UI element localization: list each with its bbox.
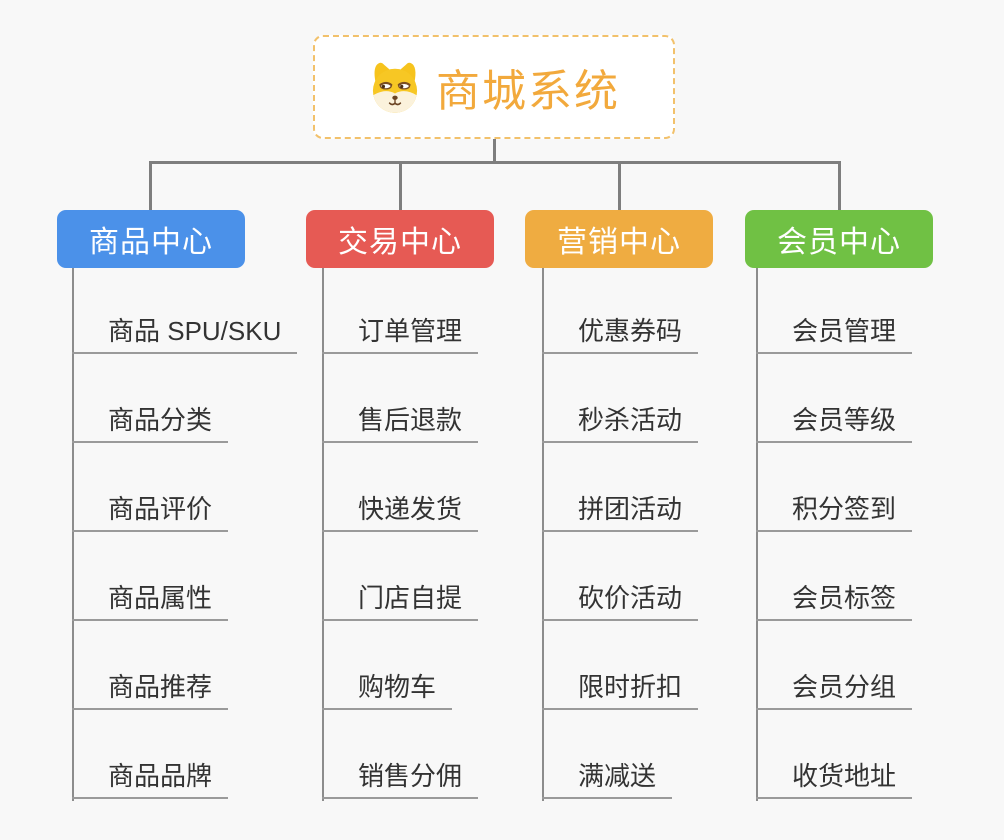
- dog-eyes: [379, 81, 411, 90]
- connector-drop: [149, 161, 152, 211]
- branch-label: 交易中心: [338, 226, 462, 259]
- branch-member-center[interactable]: 会员中心: [745, 210, 933, 268]
- topic-node[interactable]: 商品 SPU/SKU: [72, 316, 298, 354]
- topic-node[interactable]: 商品分类: [72, 405, 229, 443]
- branch-trade-center[interactable]: 交易中心: [306, 210, 494, 268]
- topic-node[interactable]: 积分签到: [756, 494, 913, 532]
- connector-trunk: [322, 268, 324, 801]
- connector-trunk: [542, 268, 544, 801]
- connector-root-stub: [493, 138, 496, 163]
- topic-node[interactable]: 拼团活动: [542, 494, 699, 532]
- topic-node[interactable]: 满减送: [542, 761, 673, 799]
- connector-trunk: [72, 268, 74, 801]
- dog-nose: [392, 95, 398, 100]
- topic-node[interactable]: 销售分佣: [322, 761, 479, 799]
- topic-node[interactable]: 售后退款: [322, 405, 479, 443]
- topic-node[interactable]: 砍价活动: [542, 583, 699, 621]
- branch-product-center[interactable]: 商品中心: [57, 210, 245, 268]
- branch-label: 营销中心: [557, 226, 681, 259]
- connector-bus: [149, 161, 841, 164]
- topic-node[interactable]: 收货地址: [756, 761, 913, 799]
- topic-node[interactable]: 订单管理: [322, 316, 479, 354]
- root-topic-label: 商城系统: [436, 67, 620, 116]
- topic-node[interactable]: 门店自提: [322, 583, 479, 621]
- shiba-dog-icon: [372, 62, 418, 113]
- connector-drop: [399, 161, 402, 211]
- topic-node[interactable]: 会员等级: [756, 405, 913, 443]
- connector-drop: [618, 161, 621, 211]
- topic-node[interactable]: 会员管理: [756, 316, 913, 354]
- root-topic[interactable]: 商城系统: [313, 35, 675, 139]
- topic-node[interactable]: 会员分组: [756, 672, 913, 710]
- topic-node[interactable]: 商品属性: [72, 583, 229, 621]
- topic-node[interactable]: 商品品牌: [72, 761, 229, 799]
- topic-node[interactable]: 优惠券码: [542, 316, 699, 354]
- dog-mouth: [388, 102, 402, 106]
- topic-node[interactable]: 商品推荐: [72, 672, 229, 710]
- branch-label: 会员中心: [777, 226, 901, 259]
- topic-node[interactable]: 购物车: [322, 672, 453, 710]
- topic-node[interactable]: 秒杀活动: [542, 405, 699, 443]
- branch-marketing-center[interactable]: 营销中心: [525, 210, 713, 268]
- topic-node[interactable]: 商品评价: [72, 494, 229, 532]
- branch-label: 商品中心: [89, 226, 213, 259]
- topic-node[interactable]: 会员标签: [756, 583, 913, 621]
- topic-node[interactable]: 快递发货: [322, 494, 479, 532]
- connector-trunk: [756, 268, 758, 801]
- connector-drop: [838, 161, 841, 211]
- topic-node[interactable]: 限时折扣: [542, 672, 699, 710]
